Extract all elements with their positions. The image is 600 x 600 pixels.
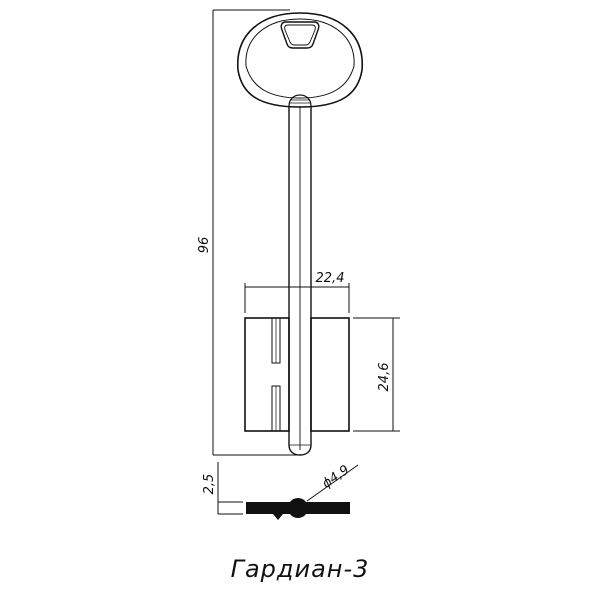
key-bow — [237, 12, 363, 108]
bit-height-label: 24,6 — [377, 363, 392, 392]
key-shank — [288, 106, 312, 456]
right-bit — [310, 317, 350, 432]
thickness-label: 2,5 — [202, 474, 217, 495]
left-bit — [244, 317, 290, 432]
length-label: 96 — [197, 237, 212, 254]
drawing-title: Гардиан-3 — [231, 555, 370, 583]
key-cross-section — [246, 498, 350, 520]
diameter-leader-line — [306, 464, 359, 502]
bit-width-label: 22,4 — [316, 271, 345, 286]
diameter-label: ϕ4,9 — [320, 463, 353, 492]
